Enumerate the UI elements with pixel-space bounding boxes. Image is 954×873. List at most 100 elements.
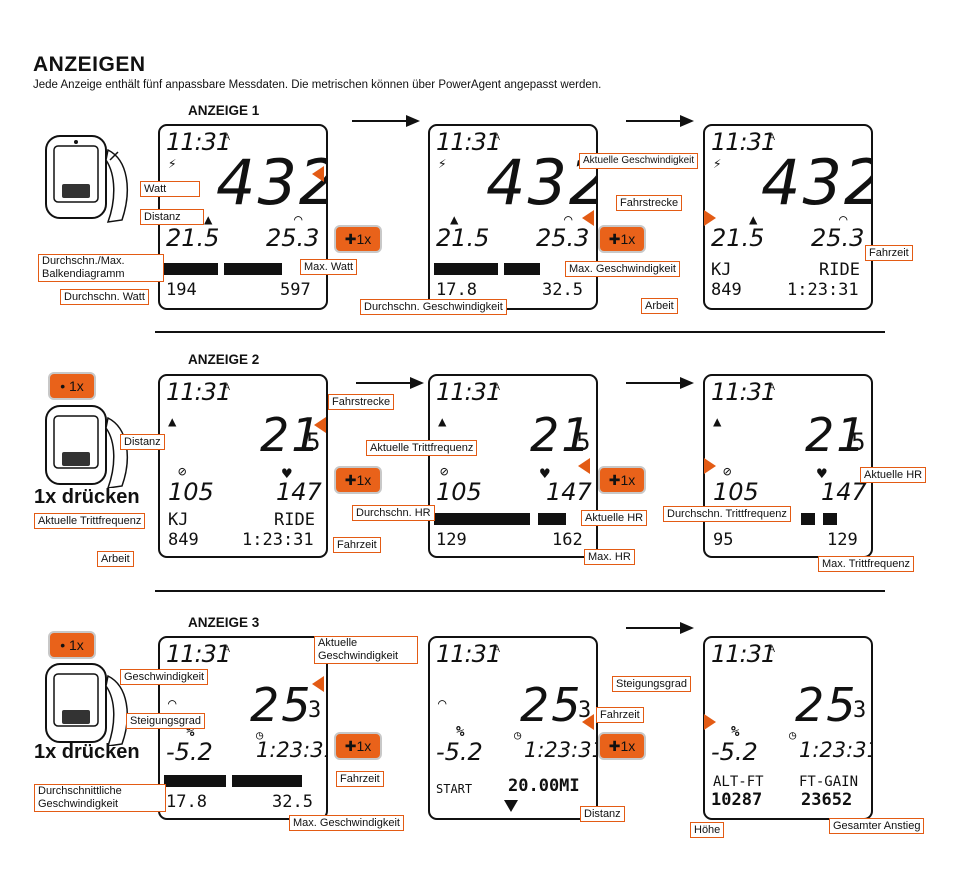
label-max-geschwindigkeit: Max. Geschwindigkeit	[289, 815, 404, 831]
ride-label: RIDE	[819, 260, 860, 280]
start-label: START	[436, 782, 473, 796]
ride-label: RIDE	[274, 510, 315, 530]
speed-value: 25	[250, 678, 313, 732]
clock-suffix: A	[769, 382, 776, 392]
label-geschwindigkeit: Geschwindigkeit	[120, 669, 209, 685]
speed-icon: ◠	[294, 212, 303, 228]
distance-icon: ▲	[749, 212, 758, 228]
distance-value: 21	[805, 408, 868, 462]
plus-button: ✚1x	[334, 225, 382, 253]
avg-bar	[801, 513, 815, 525]
cadence-value: 105	[436, 478, 482, 506]
watt-value: 432	[486, 146, 598, 219]
speed-value: 25.3	[811, 224, 865, 252]
ride-time-value: 1:23:31	[787, 280, 859, 300]
label-durchschn-geschwindigkeit: Durchschn. Geschwindigkeit	[360, 299, 507, 315]
label-max-hr: Max. HR	[584, 549, 635, 565]
grade-value: -5.2	[711, 738, 758, 766]
pointer-arrow	[582, 210, 594, 226]
plus-button: ✚1x	[598, 732, 646, 760]
clock-icon: ◷	[256, 728, 264, 742]
cadence-icon: ⊘	[178, 464, 187, 480]
watt-value: 432	[761, 146, 873, 219]
label-arbeit: Arbeit	[97, 551, 134, 567]
hr-value: 147	[546, 478, 592, 506]
clock: 11:31	[166, 128, 231, 156]
label-durchschn-watt: Durchschn. Watt	[60, 289, 149, 305]
clock: 11:31	[436, 378, 501, 406]
label-fahrzeit: Fahrzeit	[865, 245, 913, 261]
label-hoehe: Höhe	[690, 822, 725, 838]
ride-time-value: 1:23:31	[256, 738, 326, 762]
cadence-value: 105	[168, 478, 214, 506]
max-bar	[538, 513, 566, 525]
label-fahrzeit: Fahrzeit	[336, 771, 384, 787]
page-title: ANZEIGEN	[33, 53, 146, 76]
max-watt-bottom-value: 597	[280, 280, 311, 300]
device-hand-illustration	[45, 135, 128, 223]
speed-icon: ◠	[168, 696, 177, 712]
avg-hr-value: 129	[436, 530, 467, 550]
screen-anzeige2-distance: 11:31 A ▲ 21 5 ⊘ ♥ 105 147 KJ RIDE 849 1…	[158, 374, 328, 558]
distance-decimal: 5	[851, 428, 866, 456]
max-watt-value: 25.3	[266, 224, 320, 252]
dot-button: • 1x	[48, 372, 96, 400]
distance-value: 21	[260, 408, 323, 462]
distance-decimal: 5	[306, 428, 321, 456]
speed-decimal: 3	[853, 698, 867, 723]
clock: 11:31	[711, 128, 776, 156]
clock-suffix: A	[769, 132, 776, 142]
label-aktuelle-geschwindigkeit: Aktuelle Geschwindigkeit	[314, 636, 418, 664]
avg-watt-value: 194	[166, 280, 197, 300]
power-icon: ⚡	[168, 156, 177, 172]
pointer-arrow	[582, 714, 594, 730]
label-max-geschwindigkeit: Max. Geschwindigkeit	[565, 261, 680, 277]
speed-value: 25	[795, 678, 858, 732]
altitude-value: 10287	[711, 790, 763, 810]
max-bar	[504, 263, 540, 275]
plus-button: ✚1x	[598, 466, 646, 494]
distance-icon: ▲	[713, 414, 722, 430]
max-bar	[823, 513, 837, 525]
distance-value: 21.5	[436, 224, 490, 252]
label-aktuelle-hr: Aktuelle HR	[581, 510, 648, 526]
ride-time-value: 1:23:31	[242, 530, 314, 550]
gain-label: FT-GAIN	[799, 774, 859, 790]
work-value: 849	[711, 280, 742, 300]
avg-bar	[164, 775, 226, 787]
kj-label: KJ	[711, 260, 732, 280]
dot-button: • 1x	[48, 631, 96, 659]
clock: 11:31	[711, 640, 776, 668]
screen-anzeige3-altitude: 11:31 A 25 3 % ◷ -5.2 1:23:31 ALT-FT FT-…	[703, 636, 873, 820]
label-steigungsgrad: Steigungsgrad	[126, 713, 205, 729]
flow-arrow	[626, 377, 694, 389]
page-subtitle: Jede Anzeige enthält fünf anpassbare Mes…	[33, 79, 602, 91]
distance-icon: ▲	[450, 212, 459, 228]
label-aktuelle-trittfrequenz: Aktuelle Trittfrequenz	[34, 513, 146, 529]
section-title-anzeige-3: ANZEIGE 3	[188, 615, 260, 630]
speed-icon: ◠	[438, 696, 447, 712]
screen-anzeige2-cadence: 11:31 A ▲ 21 5 ⊘ ♥ 105 147 95 129	[703, 374, 873, 558]
distance-value: 20.00MI	[508, 776, 580, 796]
distance-icon: ▲	[438, 414, 447, 430]
distance-value: 21.5	[711, 224, 765, 252]
label-fahrzeit: Fahrzeit	[333, 537, 381, 553]
label-distanz: Distanz	[580, 806, 625, 822]
label-aktuelle-trittfrequenz: Aktuelle Trittfrequenz	[366, 440, 478, 456]
cadence-icon: ⊘	[440, 464, 449, 480]
label-arbeit: Arbeit	[641, 298, 678, 314]
watt-value: 432	[216, 146, 328, 219]
label-watt: Watt	[140, 181, 200, 197]
label-max-watt: Max. Watt	[300, 259, 358, 275]
max-speed-value: 32.5	[272, 792, 313, 812]
speed-value: 25	[520, 678, 583, 732]
avg-bar	[164, 263, 218, 275]
clock-icon: ◷	[789, 728, 797, 742]
screen-anzeige1-speed: 11:31 A ⚡ 432 ▲ ◠ 21.5 25.3 17.8 32.5	[428, 124, 598, 310]
distance-value: 21	[530, 408, 593, 462]
max-bar	[224, 263, 282, 275]
label-durchschn-hr: Durchschn. HR	[352, 505, 435, 521]
max-bar	[232, 775, 302, 787]
flow-arrow	[626, 115, 694, 127]
grade-value: -5.2	[436, 738, 483, 766]
